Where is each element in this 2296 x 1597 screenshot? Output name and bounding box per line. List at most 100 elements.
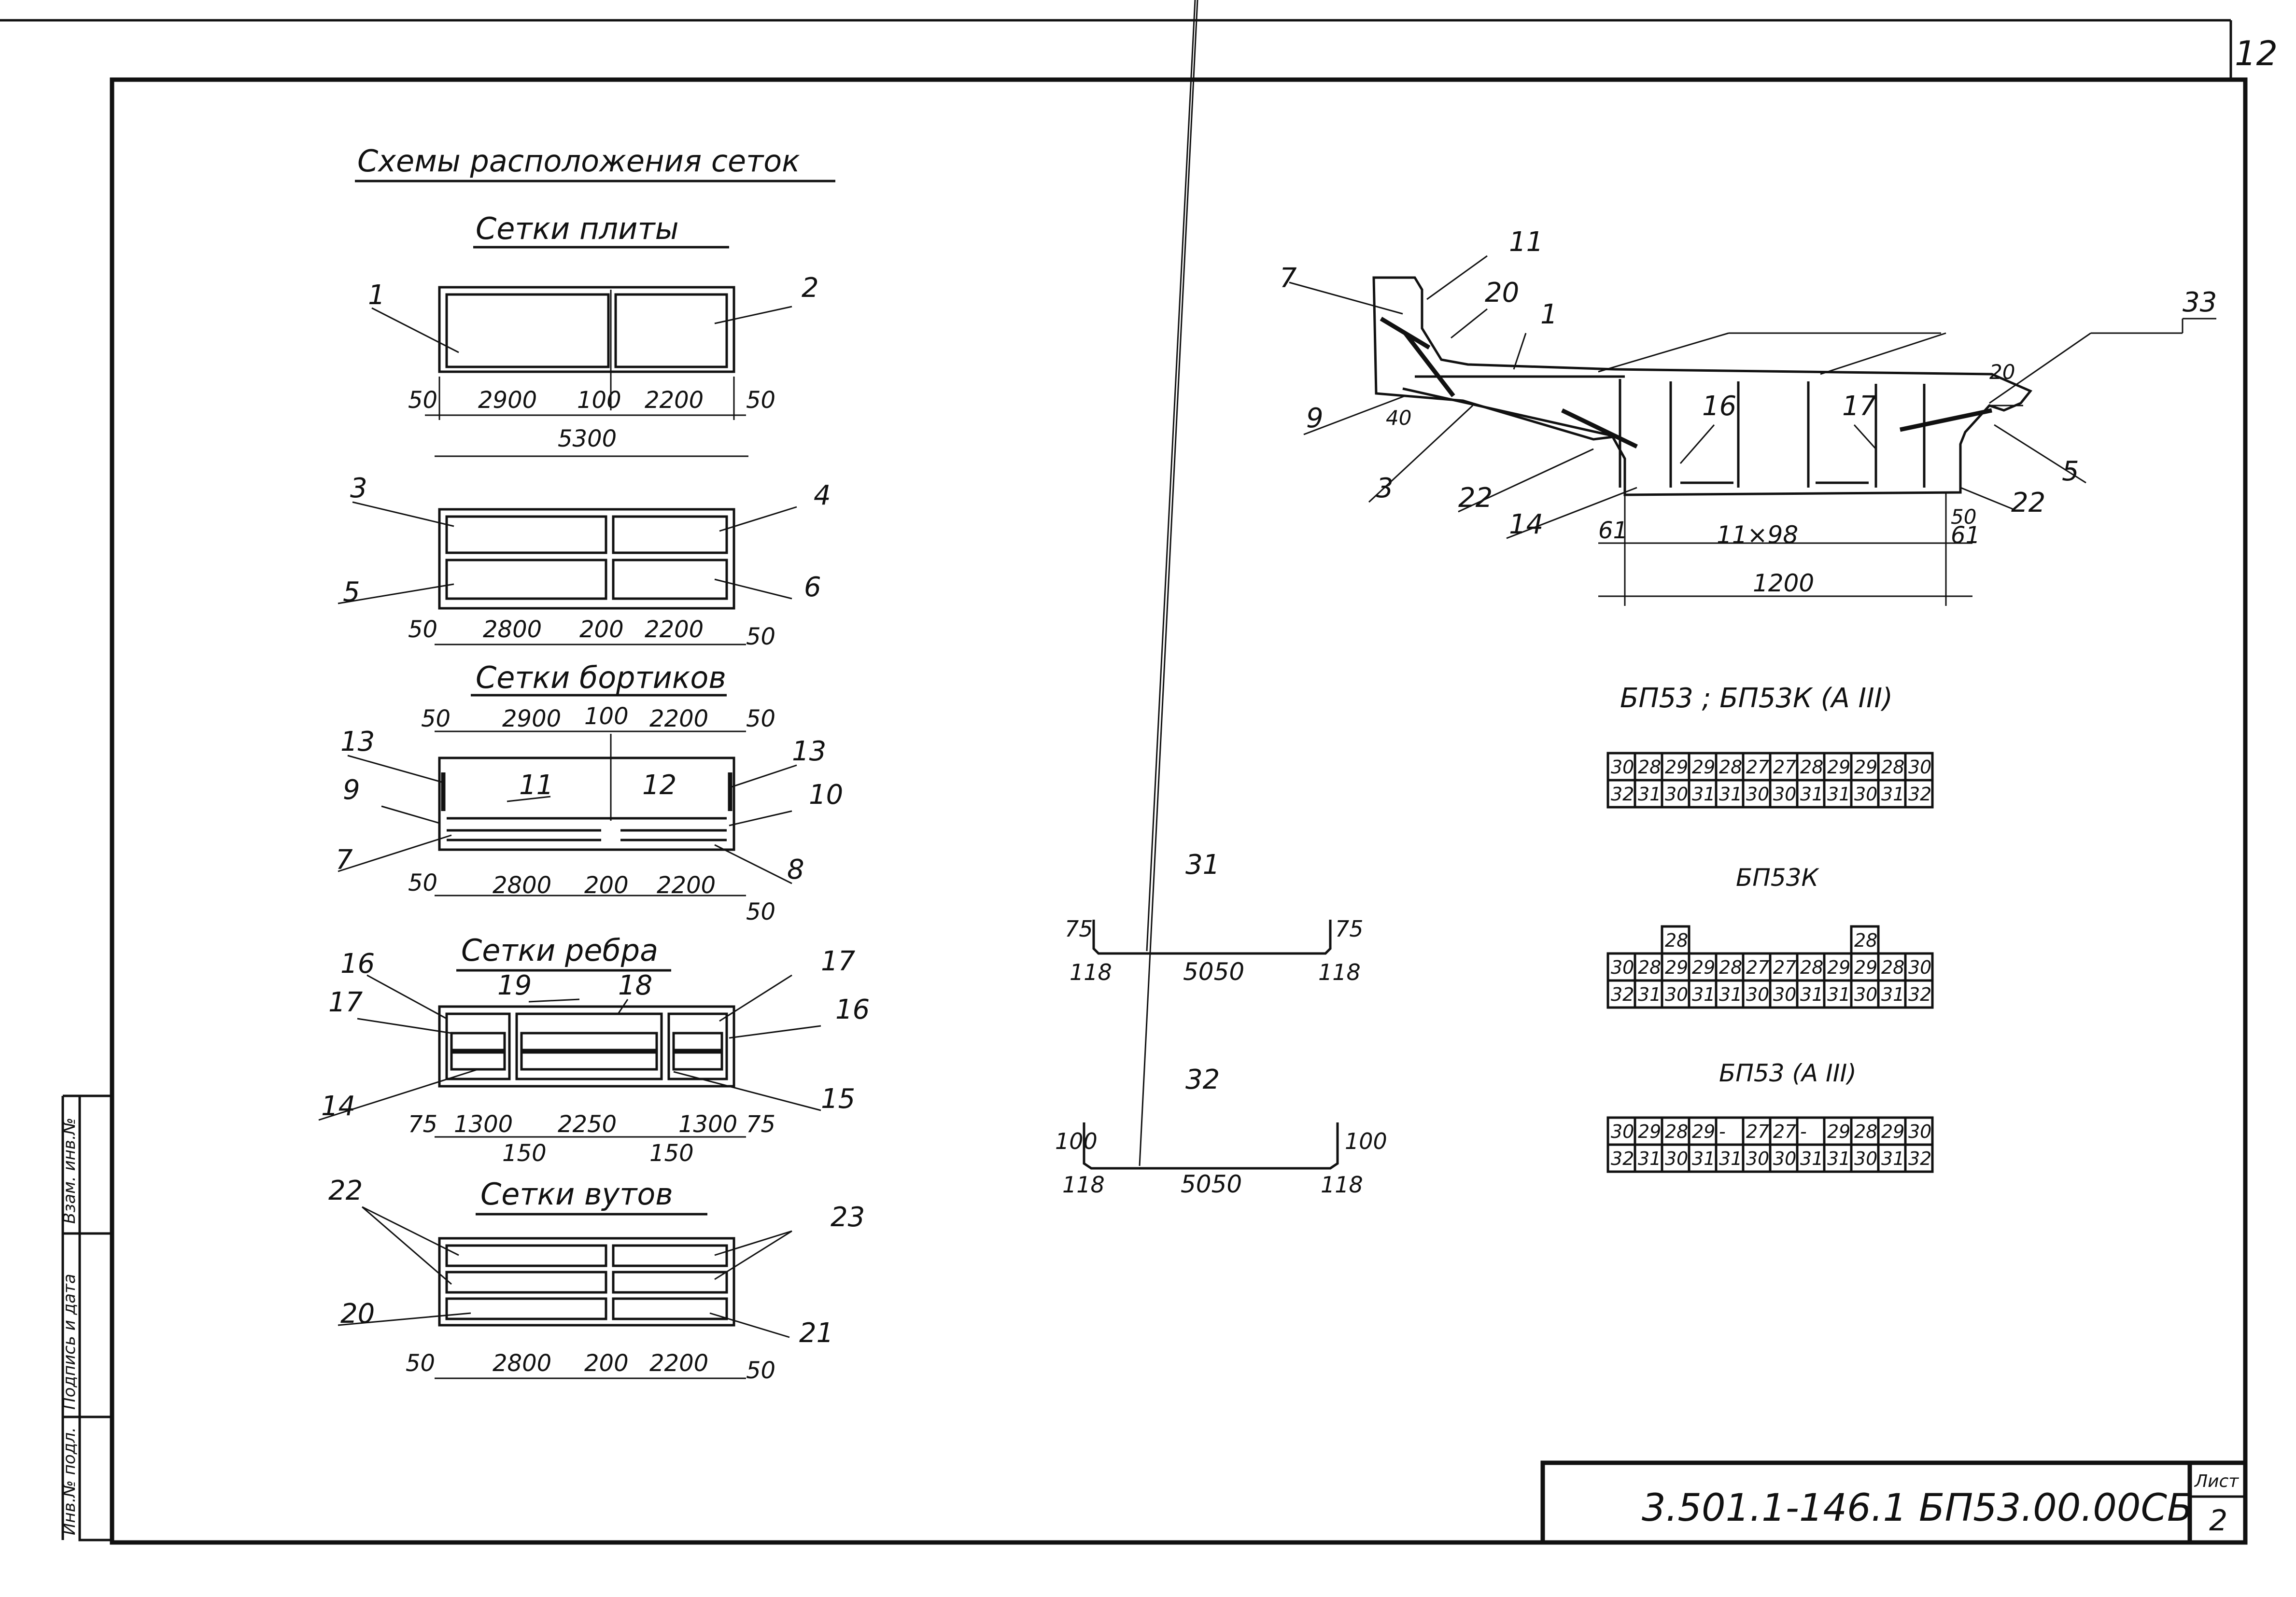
table3-cell-text: 32 (1611, 1148, 1634, 1169)
table3-cell-text: 30 (1611, 1121, 1634, 1142)
butt-label-22: 22 (328, 1175, 363, 1206)
borders-dim-top-2: 2900 (502, 705, 561, 732)
rib-label-15: 15 (821, 1083, 855, 1115)
table1-cell-text: 28 (1719, 756, 1742, 778)
section-label-22-right: 22 (2011, 487, 2045, 518)
borders-dim-bot-5: 50 (746, 898, 775, 925)
bar31-right-off: 118 (1318, 959, 1361, 985)
rib-mesh (318, 974, 821, 1138)
plate-mesh-2 (338, 501, 797, 645)
plate2-label-5: 5 (343, 576, 360, 608)
plate1-dim-3: 100 (577, 387, 621, 414)
table3-cell-text: 27 (1773, 1121, 1796, 1142)
table2-cell-text: 31 (1827, 984, 1850, 1005)
section-label-3: 3 (1376, 473, 1394, 504)
table3-cell-text: 27 (1746, 1121, 1769, 1142)
table3-cell-text: 31 (1881, 1148, 1904, 1169)
table2-cell-text: 30 (1854, 984, 1877, 1005)
table2-caption: БП53К (1736, 864, 1820, 892)
butt-label-23: 23 (831, 1202, 865, 1233)
table2-cell-text: 27 (1746, 957, 1769, 978)
rib-label-16-left: 16 (340, 948, 375, 980)
table3-cell-text: 30 (1746, 1148, 1769, 1169)
table2-cell-text: 31 (1692, 984, 1715, 1005)
rib-label-17-right: 17 (821, 946, 856, 977)
table2-cell-text: 29 (1665, 957, 1688, 978)
borders-dim-bot-4: 2200 (657, 872, 716, 899)
table2-cell-text: 32 (1611, 984, 1634, 1005)
title-block (1540, 1460, 2248, 1545)
table3-cell-text: 29 (1692, 1121, 1715, 1142)
borders-dim-top-3: 100 (584, 703, 629, 730)
table2-cell-text: 31 (1881, 984, 1904, 1005)
table2-cell-text: 28 (1881, 957, 1904, 978)
borders-dim-bot-2: 2800 (493, 872, 551, 899)
section-dim-spacing: 11×98 (1717, 521, 1798, 549)
stamp-signature-date: Подпись и дата (60, 1274, 79, 1410)
table3-cell-text: 32 (1908, 1148, 1931, 1169)
table3-cell-text: 28 (1665, 1121, 1688, 1142)
rib-label-18: 18 (618, 970, 652, 1001)
plate2-dim-4: 2200 (645, 616, 704, 643)
table3-cell-text: 29 (1881, 1121, 1904, 1142)
table1-cell-text: 30 (1908, 756, 1931, 778)
table3-cell-text: 31 (1800, 1148, 1823, 1169)
borders-dim-bot-1: 50 (408, 869, 437, 897)
table3-cell-text: 31 (1638, 1148, 1661, 1169)
rib-label-16-right: 16 (835, 994, 870, 1025)
table3-cell-text: 28 (1854, 1121, 1877, 1142)
butt-dim-3: 200 (584, 1350, 629, 1377)
main-title: Схемы расположения сеток (357, 143, 800, 179)
borders-label-11: 11 (519, 770, 553, 801)
section-dim-total: 1200 (1753, 569, 1814, 597)
section-label-5: 5 (2062, 456, 2079, 487)
bar32-left-hook: 100 (1055, 1128, 1098, 1154)
borders-dim-top-1: 50 (421, 705, 451, 732)
plate2-label-4: 4 (814, 480, 831, 511)
table2-cell-text: 31 (1638, 984, 1661, 1005)
section-label-7: 7 (1280, 263, 1297, 294)
section-dim-61-right: 61 (1951, 522, 1980, 549)
butt-mesh (338, 1206, 792, 1379)
butt-label-21: 21 (799, 1317, 833, 1349)
title-block-code: 3.501.1-146.1 БП53.00.00СБ (1642, 1486, 2193, 1530)
butt-dim-2: 2800 (493, 1350, 551, 1377)
bar-31 (1092, 0, 1332, 955)
table1-caption: БП53 ; БП53К (А III) (1620, 683, 1893, 714)
section-dim-20: 20 (1989, 360, 2015, 384)
table1-cell-text: 29 (1692, 756, 1715, 778)
butt-dim-1: 50 (406, 1350, 435, 1377)
section-label-20-top: 20 (1485, 277, 1519, 308)
table1-cell-text: 29 (1854, 756, 1877, 778)
section-dim-50: 50 (1951, 505, 1976, 529)
section-label-33: 33 (2183, 287, 2217, 318)
plate-title: Сетки плиты (476, 211, 679, 246)
rib-dim-7: 75 (746, 1111, 775, 1138)
table1-cell-text: 27 (1773, 756, 1796, 778)
section-label-22-left: 22 (1458, 482, 1493, 514)
bar31-left-hook: 75 (1065, 916, 1093, 942)
table1-cell-text: 28 (1881, 756, 1904, 778)
table1-cell-text: 31 (1719, 784, 1742, 805)
table2-cell (1904, 979, 1934, 1009)
rib-title: Сетки ребра (461, 933, 658, 968)
table3-cell-text: - (1719, 1121, 1726, 1142)
rib-label-17-left: 17 (328, 987, 363, 1018)
table3-cell-text: 31 (1827, 1148, 1850, 1169)
rib-dim-3: 150 (502, 1140, 547, 1167)
bar31-left-off: 118 (1070, 959, 1112, 985)
table1-cell-text: 28 (1800, 756, 1823, 778)
borders-label-8: 8 (787, 854, 804, 885)
table3-caption: БП53 (А III) (1719, 1059, 1857, 1087)
table2-cell-text: 29 (1692, 957, 1715, 978)
table1-cell-text: 29 (1665, 756, 1688, 778)
table1-cell-text: 30 (1746, 784, 1769, 805)
bar32-right-hook: 100 (1345, 1128, 1387, 1154)
bar31-right-hook: 75 (1335, 916, 1364, 942)
table1-cell-text: 32 (1611, 784, 1634, 805)
table1-cell-text: 29 (1827, 756, 1850, 778)
table2-cell-text: 29 (1827, 957, 1850, 978)
borders-label-13-right: 13 (792, 736, 826, 767)
